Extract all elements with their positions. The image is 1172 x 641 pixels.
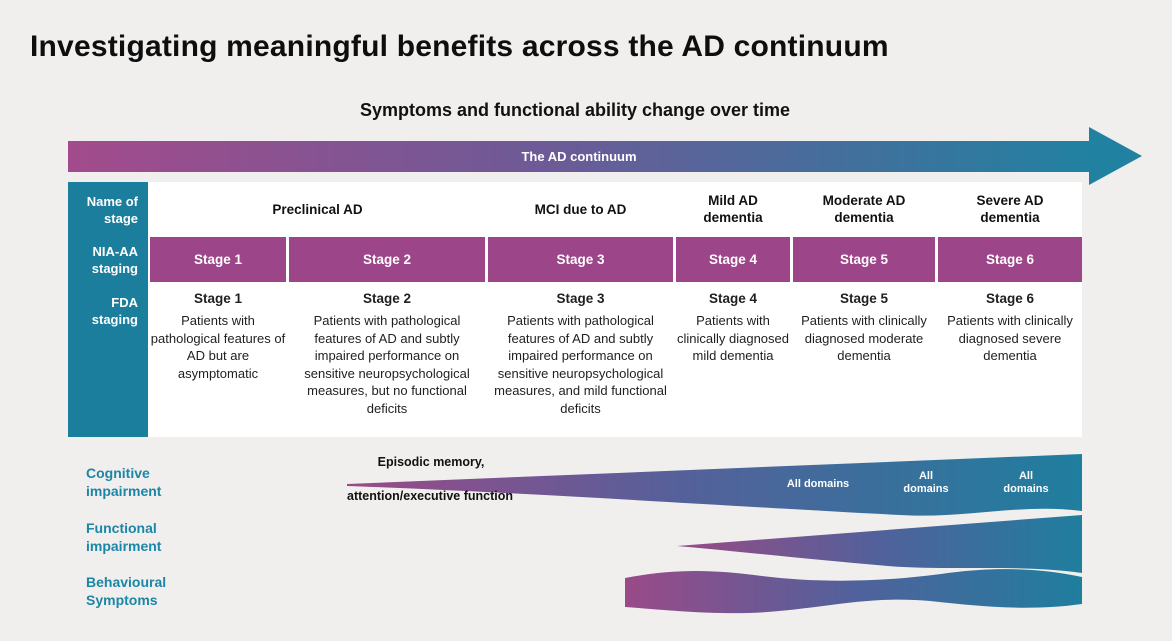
ad-continuum-label: The AD continuum <box>521 149 637 164</box>
fda-stage-title: Stage 3 <box>556 291 605 306</box>
ad-continuum-arrow: The AD continuum <box>68 141 1090 172</box>
all-domains-label-2: All domains <box>903 470 949 495</box>
fda-stage-cell-1: Stage 1 Patients with pathological featu… <box>150 291 286 382</box>
nia-stage-cell-6: Stage 6 <box>938 237 1082 282</box>
cognitive-annotation-attention-executive: attention/executive function <box>347 489 513 503</box>
row-label-nia-aa-staging: NIA-AA staging <box>91 244 138 276</box>
impairment-label-cognitive: Cognitive impairment <box>86 465 162 499</box>
fda-stage-cell-4: Stage 4 Patients with clinically diagnos… <box>676 291 790 365</box>
fda-stage-title: Stage 2 <box>362 291 412 306</box>
stage-table-background <box>148 182 1082 437</box>
fda-stage-description: Patients with pathological features of A… <box>304 313 470 416</box>
impairment-label-behavioural: Behavioural Symptoms <box>86 574 167 608</box>
impairment-label-functional: Functional impairment <box>86 520 162 554</box>
row-label-name-of-stage: Name of stage <box>86 194 138 226</box>
stage-group-header-preclinical: Preclinical AD <box>272 201 363 217</box>
nia-stage-cell-5: Stage 5 <box>793 237 935 282</box>
nia-stage-cell-4: Stage 4 <box>676 237 790 282</box>
nia-stage-cell-3: Stage 3 <box>488 237 673 282</box>
all-domains-label-1: All domains <box>786 478 850 490</box>
fda-stage-cell-6: Stage 6 Patients with clinically diagnos… <box>938 291 1082 365</box>
fda-stage-cell-5: Stage 5 Patients with clinically diagnos… <box>793 291 935 365</box>
fda-stage-description: Patients with clinically diagnosed moder… <box>801 313 927 364</box>
fda-stage-description: Patients with pathological features of A… <box>494 313 667 416</box>
behavioural-symptoms-band <box>625 569 1082 614</box>
stage-group-header-mild: Mild AD dementia <box>703 193 763 225</box>
fda-stage-title: Stage 6 <box>985 291 1035 306</box>
page-title: Investigating meaningful benefits across… <box>30 30 889 63</box>
row-label-fda-staging: FDA staging <box>91 295 138 327</box>
all-domains-label-3: All domains <box>1003 470 1049 495</box>
fda-stage-title: Stage 4 <box>708 291 758 306</box>
stage-group-header-severe: Severe AD dementia <box>976 193 1044 225</box>
chart-subtitle: Symptoms and functional ability change o… <box>359 100 791 120</box>
fda-stage-description: Patients with clinically diagnosed mild … <box>676 313 789 364</box>
cognitive-annotation-episodic-memory: Episodic memory, <box>377 455 485 469</box>
functional-impairment-wedge <box>677 515 1082 573</box>
row-label-column: Name of stage NIA-AA staging FDA staging <box>68 182 148 437</box>
fda-stage-description: Patients with clinically diagnosed sever… <box>947 313 1073 364</box>
arrow-head-icon <box>1089 127 1142 185</box>
stage-group-header-mci: MCI due to AD <box>534 201 627 217</box>
fda-stage-cell-3: Stage 3 Patients with pathological featu… <box>488 291 673 417</box>
nia-stage-cell-1: Stage 1 <box>150 237 286 282</box>
fda-stage-cell-2: Stage 2 Patients with pathological featu… <box>289 291 485 417</box>
fda-stage-title: Stage 1 <box>193 291 243 306</box>
nia-stage-cell-2: Stage 2 <box>289 237 485 282</box>
fda-stage-title: Stage 5 <box>839 291 889 306</box>
stage-group-header-moderate: Moderate AD dementia <box>822 193 906 225</box>
fda-stage-description: Patients with pathological features of A… <box>150 313 286 381</box>
